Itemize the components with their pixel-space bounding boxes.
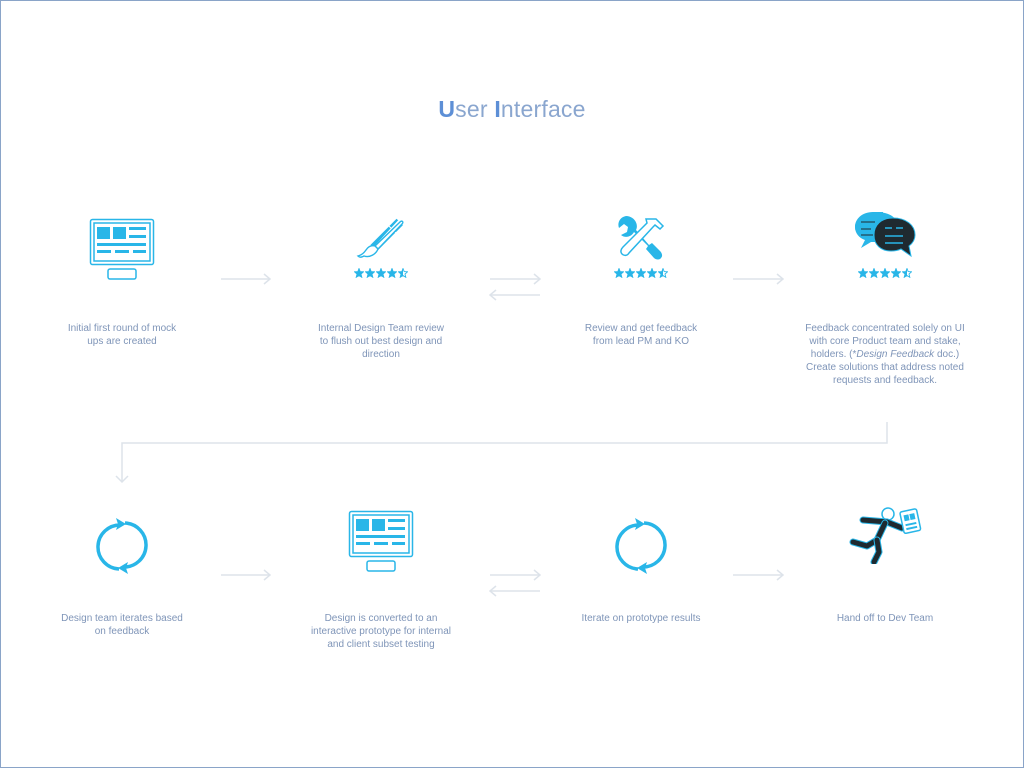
star-full-icon — [354, 268, 364, 278]
brush-pencil-icon — [296, 216, 466, 264]
design-feedback-doc-ref: holders. (*Design Feedback doc.) — [810, 349, 960, 360]
arrow-forward-7-8 — [733, 569, 785, 581]
rating-stars — [296, 268, 466, 278]
arrow-forward-5-6 — [221, 569, 272, 581]
caption-line: interactive prototype for internal — [310, 626, 452, 637]
caption-line: Internal Design Team review — [318, 323, 444, 334]
star-half-icon — [902, 268, 912, 278]
star-full-icon — [387, 268, 397, 278]
step-1-caption: Initial first round of mock ups are crea… — [37, 322, 207, 348]
star-full-icon — [647, 268, 657, 278]
caption-line: Iterate on prototype results — [581, 613, 701, 624]
star-full-icon — [891, 268, 901, 278]
caption-line: to flush out best design and — [319, 336, 443, 347]
page-title: User Interface — [0, 96, 1024, 123]
monitor-mockup-icon — [37, 218, 207, 280]
title-initial-u: U — [438, 96, 456, 122]
caption-line: requests and feedback. — [833, 375, 937, 386]
rating-stars — [556, 268, 726, 278]
star-full-icon — [869, 268, 879, 278]
star-full-icon — [858, 268, 868, 278]
step-2-caption: Internal Design Team review to flush out… — [296, 322, 466, 361]
caption-line: Feedback concentrated solely on UI — [805, 323, 965, 334]
caption-line: with core Product team and stake, — [809, 336, 961, 347]
running-person-handoff-icon — [800, 506, 970, 564]
caption-line: Review and get feedback — [584, 323, 698, 334]
caption-line: on feedback — [94, 626, 150, 637]
arrow-forward-3-4 — [733, 273, 785, 285]
caption-line: and client subset testing — [327, 639, 435, 650]
step-8-caption: Hand off to Dev Team — [800, 612, 970, 625]
caption-line: holders. (*Design Feedback doc.) — [795, 348, 975, 361]
step-5-caption: Design team iterates based on feedback — [37, 612, 207, 638]
step-4-caption: Feedback concentrated solely on UI with … — [795, 322, 975, 387]
title-initial-i: I — [494, 96, 501, 122]
step-3-caption: Review and get feedback from lead PM and… — [556, 322, 726, 348]
star-half-icon — [658, 268, 668, 278]
step-6-caption: Design is converted to an interactive pr… — [296, 612, 466, 651]
caption-line: Design team iterates based — [61, 613, 183, 624]
wrench-hammer-icon — [556, 214, 726, 264]
star-full-icon — [365, 268, 375, 278]
design-feedback-doc-name: Design Feedback — [856, 349, 935, 360]
caption-line: Hand off to Dev Team — [836, 613, 934, 624]
arrow-wrap-4-5 — [115, 422, 888, 484]
star-full-icon — [614, 268, 624, 278]
arrow-bidirectional-2-3 — [488, 273, 542, 301]
star-full-icon — [625, 268, 635, 278]
caption-line: Initial first round of mock — [67, 323, 177, 334]
title-part-user: ser — [455, 96, 495, 122]
arrow-forward-1-2 — [221, 273, 272, 285]
star-full-icon — [376, 268, 386, 278]
caption-line: ups are created — [87, 336, 157, 347]
caption-line: Create solutions that address noted — [806, 362, 964, 373]
title-part-interface: nterface — [500, 96, 586, 122]
chat-bubbles-icon — [800, 210, 970, 260]
caption-line: Design is converted to an — [324, 613, 438, 624]
step-7-caption: Iterate on prototype results — [556, 612, 726, 625]
rating-stars — [800, 268, 970, 278]
refresh-cycle-icon — [37, 518, 207, 574]
star-full-icon — [880, 268, 890, 278]
arrow-bidirectional-6-7 — [488, 569, 542, 597]
monitor-mockup-icon — [296, 510, 466, 572]
star-half-icon — [398, 268, 408, 278]
refresh-cycle-icon — [556, 518, 726, 574]
caption-line: direction — [362, 349, 400, 360]
star-full-icon — [636, 268, 646, 278]
caption-line: from lead PM and KO — [592, 336, 690, 347]
